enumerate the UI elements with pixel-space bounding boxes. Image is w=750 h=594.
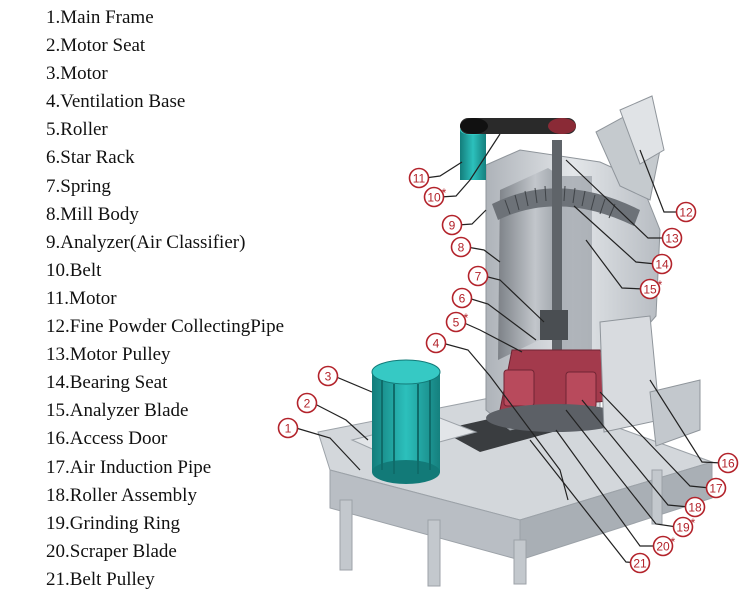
callout-number: 19 [676, 521, 690, 535]
belt [460, 118, 576, 134]
callout-number: 17 [709, 482, 723, 496]
callout-19: 19* [672, 516, 696, 538]
callout-18: 18 [684, 496, 706, 518]
legend-item: 17.Air Induction Pipe [46, 456, 212, 478]
legend-item: 21.Belt Pulley [46, 568, 155, 590]
callout-11: 11 [408, 167, 430, 189]
callout-7: 7 [467, 265, 489, 287]
callout-14: 14 [651, 253, 673, 275]
callout-number: 14 [655, 258, 669, 272]
callout-number: 3 [325, 370, 332, 384]
callout-number: 15 [643, 283, 657, 297]
callout-number: 16 [721, 457, 735, 471]
legend-item: 11.Motor [46, 287, 117, 309]
legend-item: 10.Belt [46, 259, 102, 281]
callout-10: 10* [423, 186, 447, 208]
callout-20: 20* [652, 535, 676, 557]
legend-item: 20.Scraper Blade [46, 540, 177, 562]
callout-number: 7 [475, 270, 482, 284]
star-mark: * [671, 535, 676, 549]
callout-number: 4 [433, 337, 440, 351]
callout-15: 15* [639, 278, 663, 300]
legend-item: 13.Motor Pulley [46, 344, 171, 366]
callout-9: 9 [441, 214, 463, 236]
callout-number: 2 [304, 397, 311, 411]
callout-number: 1 [285, 422, 292, 436]
callout-1: 1 [277, 417, 299, 439]
star-mark: * [658, 278, 663, 292]
callout-4: 4 [425, 332, 447, 354]
legend-item: 16.Access Door [46, 428, 168, 450]
legend-item: 5.Roller [46, 119, 108, 141]
callout-number: 20 [656, 540, 670, 554]
legend-item: 6.Star Rack [46, 147, 135, 169]
legend-item: 3.Motor [46, 63, 108, 85]
callout-number: 18 [688, 501, 702, 515]
star-mark: * [691, 516, 696, 530]
callout-17: 17 [705, 477, 727, 499]
star-mark: * [442, 186, 447, 200]
callout-number: 13 [665, 232, 679, 246]
callout-8: 8 [450, 236, 472, 258]
legend-item: 8.Mill Body [46, 203, 139, 225]
legend-item: 12.Fine Powder CollectingPipe [46, 316, 285, 338]
main-motor [371, 359, 441, 484]
legend-item: 15.Analyzer Blade [46, 400, 189, 422]
legend-item: 1.Main Frame [46, 7, 154, 28]
callout-3: 3 [317, 365, 339, 387]
legend-item: 19.Grinding Ring [46, 512, 181, 534]
star-mark: * [464, 311, 469, 325]
callout-13: 13 [661, 227, 683, 249]
callout-number: 11 [413, 172, 426, 186]
callout-12: 12 [675, 201, 697, 223]
callout-6: 6 [451, 287, 473, 309]
access-door [599, 315, 661, 433]
callout-number: 9 [449, 219, 456, 233]
legend-item: 7.Spring [46, 175, 111, 197]
callout-number: 5 [453, 316, 460, 330]
air-induction-pipe [649, 379, 701, 447]
callout-number: 10 [427, 191, 441, 205]
legend-item: 14.Bearing Seat [46, 372, 168, 394]
parts-legend: 1.Main Frame 2.Motor Seat 3.Motor 4.Vent… [46, 4, 284, 594]
callout-number: 21 [633, 557, 647, 571]
callout-16: 16 [717, 452, 739, 474]
callout-number: 8 [458, 241, 465, 255]
callout-number: 12 [679, 206, 693, 220]
legend-item: 4.Ventilation Base [46, 91, 186, 113]
leader-lines [295, 133, 723, 564]
callout-2: 2 [296, 392, 318, 414]
callout-number: 6 [459, 292, 466, 306]
callout-5: 5* [445, 311, 469, 333]
legend-item: 9.Analyzer(Air Classifier) [46, 231, 246, 253]
legend-item: 2.Motor Seat [46, 35, 146, 57]
fine-powder-pipe [595, 95, 665, 201]
legend-item: 18.Roller Assembly [46, 484, 197, 506]
callout-21: 21 [629, 552, 651, 574]
